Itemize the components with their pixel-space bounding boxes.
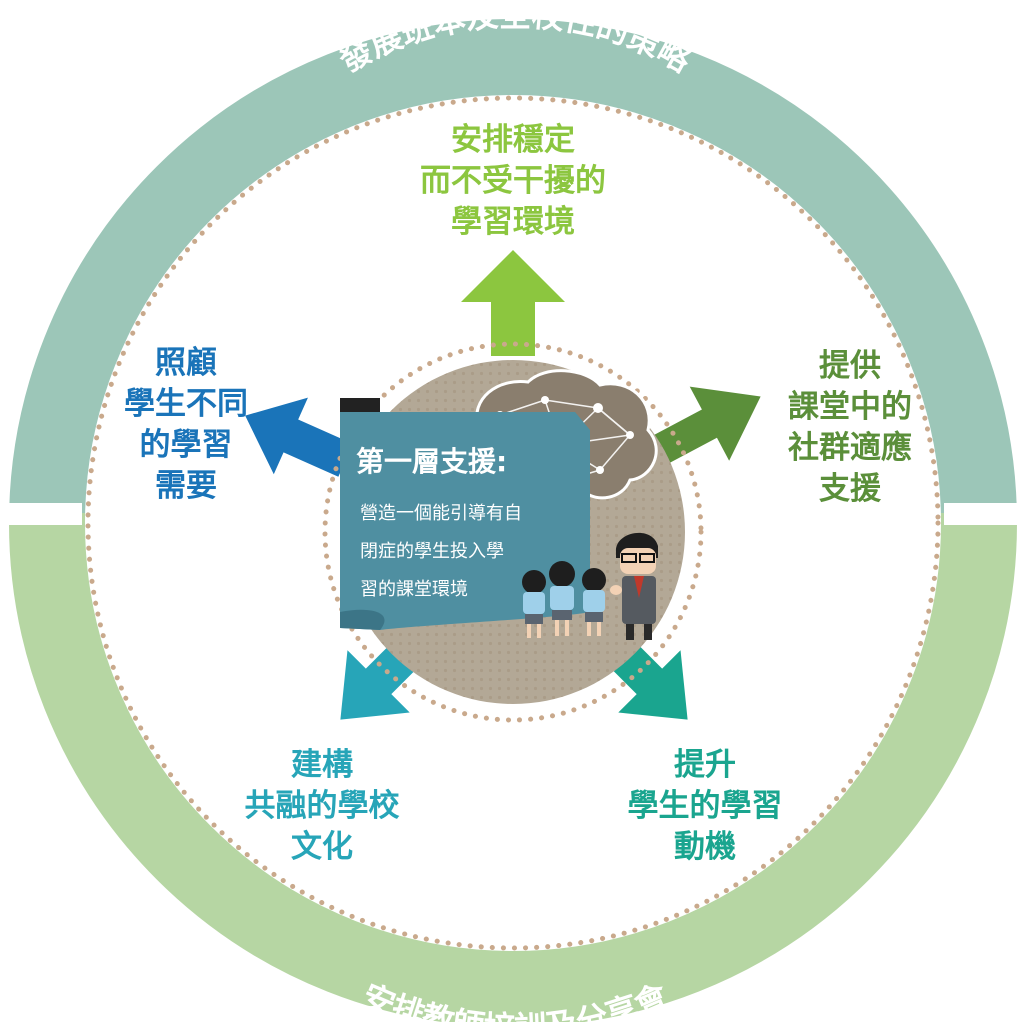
center-title: 第一層支援: xyxy=(356,445,508,478)
branch-top-line-2: 而不受干擾的 xyxy=(420,163,606,199)
branch-right-line-3: 社群適應 xyxy=(788,430,912,466)
center-body-line-1: 營造一個能引導有自 xyxy=(360,503,522,524)
center-body-line-3: 習的課堂環境 xyxy=(360,579,468,600)
branch-right-line-1: 提供 xyxy=(819,348,881,384)
branch-label-bottom-left: 建構 共融的學校 文化 xyxy=(222,745,422,868)
branch-left-line-3: 的學習 xyxy=(139,427,233,463)
branch-label-top: 安排穩定 而不受干擾的 學習環境 xyxy=(383,120,643,243)
branch-bottom-right-line-3: 動機 xyxy=(674,829,736,865)
outer-dotted-circle xyxy=(85,95,941,951)
branch-right-line-2: 課堂中的 xyxy=(788,389,912,425)
branch-top-line-3: 學習環境 xyxy=(451,204,575,240)
branch-right-line-4: 支援 xyxy=(819,471,881,507)
branch-bottom-left-line-2: 共融的學校 xyxy=(244,788,400,824)
branch-bottom-left-line-1: 建構 xyxy=(291,747,353,783)
arrow-left xyxy=(245,397,353,477)
branch-label-left: 照顧 學生不同 的學習 需要 xyxy=(96,343,276,507)
branch-bottom-right-line-2: 學生的學習 xyxy=(627,788,783,824)
branch-top-line-1: 安排穩定 xyxy=(451,122,575,158)
branch-bottom-right-line-1: 提升 xyxy=(674,747,736,783)
center-body-line-2: 閉症的學生投入學 xyxy=(360,541,504,562)
arrow-top xyxy=(461,250,565,356)
outer-ring-top xyxy=(9,19,1017,513)
center-body: 營造一個能引導有自 閉症的學生投入學 習的課堂環境 xyxy=(360,495,575,609)
branch-bottom-left-line-3: 文化 xyxy=(291,829,353,865)
teacher-icon xyxy=(610,532,658,640)
students-icon xyxy=(522,561,606,638)
ring-gap-left xyxy=(0,503,82,525)
branch-label-right: 提供 課堂中的 社群適應 支援 xyxy=(760,346,940,510)
branch-left-line-2: 學生不同 xyxy=(124,386,248,422)
branch-left-line-1: 照顧 xyxy=(155,345,217,381)
ring-gap-right xyxy=(944,503,1026,525)
inner-dotted-circle xyxy=(322,341,704,723)
branch-label-bottom-right: 提升 學生的學習 動機 xyxy=(605,745,805,868)
branch-left-line-4: 需要 xyxy=(155,468,217,504)
